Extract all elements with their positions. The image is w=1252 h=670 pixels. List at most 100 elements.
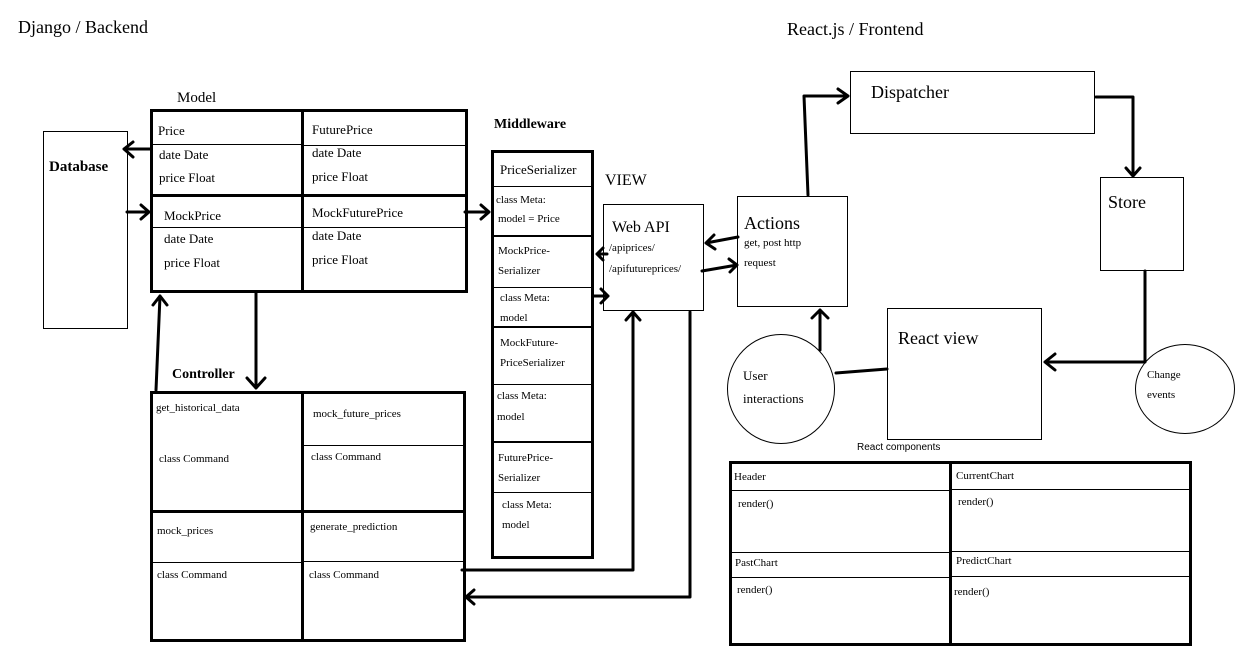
middleware-title: Middleware (494, 117, 567, 132)
view-title: VIEW (605, 172, 647, 189)
price-divider (152, 144, 301, 145)
database-label: Database (49, 159, 109, 175)
arrow-store-to-react-view (1043, 269, 1147, 372)
arrow-model-to-middleware (463, 203, 491, 221)
react-components-title: React components (857, 442, 941, 453)
controller-title: Controller (172, 367, 235, 382)
mock-future-price-divider (304, 227, 466, 228)
mock-future-price-class-name: MockFuturePrice (312, 205, 403, 220)
mock-price-field-date: date Date (164, 231, 214, 246)
dispatcher-label: Dispatcher (871, 82, 949, 102)
actions-box (737, 196, 848, 307)
mock-future-price-field-date: date Date (312, 228, 362, 243)
header-component-method: render() (738, 498, 774, 510)
mock-price-divider (152, 227, 301, 228)
react-components-vdivider (949, 462, 952, 645)
model-hdivider (151, 194, 467, 197)
middleware-sep-2 (492, 326, 593, 328)
middleware-sep-3 (492, 441, 593, 443)
generate-prediction-divider (304, 561, 464, 562)
user-interactions-circle (727, 334, 835, 444)
react-view-label: React view (898, 328, 979, 348)
react-view-box (887, 308, 1042, 440)
mock-future-prices-divider (304, 445, 464, 446)
predict-chart-component-method: render() (954, 586, 990, 598)
store-label: Store (1108, 192, 1146, 212)
mock-future-price-serializer-name-1: MockFuture- (500, 337, 559, 349)
mock-prices-name: mock_prices (157, 525, 214, 537)
change-events-line-1: Change (1147, 369, 1181, 381)
future-price-serializer-name-2: Serializer (498, 472, 541, 484)
current-chart-component-name: CurrentChart (956, 470, 1015, 482)
get-historical-data-name: get_historical_data (156, 402, 240, 414)
arrow-webapi-to-actions (700, 257, 739, 274)
mock-future-price-serializer-model: model (497, 411, 525, 423)
mock-prices-divider (152, 562, 301, 563)
store-box (1100, 177, 1184, 271)
arrow-webapi-to-middleware (595, 246, 609, 262)
arrow-model-to-database (122, 140, 152, 159)
actions-line-1: get, post http (744, 237, 802, 249)
past-chart-component-name: PastChart (735, 557, 778, 569)
change-events-circle (1135, 344, 1235, 434)
user-interactions-line-2: interactions (743, 391, 804, 406)
future-price-serializer-model: model (502, 519, 530, 531)
future-price-field-price: price Float (312, 169, 368, 184)
controller-box (150, 391, 466, 642)
arrow-dispatcher-to-store (1094, 95, 1142, 178)
generate-prediction-body: class Command (309, 569, 379, 581)
header-component-name: Header (734, 471, 766, 483)
arrow-controller-to-model (151, 294, 169, 392)
frontend-header: React.js / Frontend (787, 19, 924, 39)
arrow-model-to-controller (245, 291, 267, 390)
current-chart-divider (952, 489, 1189, 490)
model-title: Model (177, 90, 217, 106)
mock-future-price-field-price: price Float (312, 252, 368, 267)
middleware-box (491, 150, 594, 559)
backend-header: Django / Backend (18, 17, 148, 37)
arrow-user-interactions-to-actions (810, 308, 830, 352)
price-serializer-divider (493, 186, 592, 187)
future-price-serializer-name-1: FuturePrice- (498, 452, 553, 464)
web-api-box (603, 204, 704, 311)
price-serializer-name: PriceSerializer (500, 162, 577, 177)
predict-chart-divider (952, 576, 1189, 577)
mock-future-prices-name: mock_future_prices (313, 408, 401, 420)
past-chart-component-method: render() (737, 584, 773, 596)
future-price-serializer-divider (493, 492, 592, 493)
arrow-actions-to-webapi (704, 233, 740, 251)
mock-price-serializer-meta: class Meta: (500, 292, 550, 304)
react-components-box (729, 461, 1192, 646)
price-class-name: Price (158, 123, 185, 138)
price-field-price: price Float (159, 170, 215, 185)
generate-prediction-name: generate_prediction (310, 521, 398, 533)
current-chart-component-method: render() (958, 496, 994, 508)
get-historical-data-body: class Command (159, 453, 229, 465)
mock-future-prices-body: class Command (311, 451, 381, 463)
arrow-middleware-to-webapi (591, 287, 610, 305)
user-interactions-line-1: User (743, 368, 768, 383)
mock-future-price-serializer-divider (493, 384, 592, 385)
web-api-label: Web API (612, 219, 670, 236)
mock-prices-body: class Command (157, 569, 227, 581)
actions-line-2: request (744, 257, 776, 269)
dispatcher-box (850, 71, 1095, 134)
arrow-controller-to-webapi (460, 310, 642, 572)
react-row-divider-left (731, 552, 949, 553)
mock-future-price-serializer-meta: class Meta: (497, 390, 547, 402)
mock-price-field-price: price Float (164, 255, 220, 270)
mock-price-serializer-model: model (500, 312, 528, 324)
future-price-serializer-meta: class Meta: (502, 499, 552, 511)
middleware-sep-1 (492, 235, 593, 237)
past-chart-divider (731, 577, 949, 578)
price-field-date: date Date (159, 147, 209, 162)
mock-price-serializer-name-2: Serializer (498, 265, 541, 277)
database-box (43, 131, 128, 329)
header-divider (731, 490, 949, 491)
arrow-actions-to-dispatcher (802, 87, 850, 197)
line-react-view-to-user-interactions (834, 367, 889, 375)
future-price-class-name: FuturePrice (312, 122, 373, 137)
future-price-divider (304, 145, 466, 146)
price-serializer-meta: class Meta: (496, 194, 546, 206)
